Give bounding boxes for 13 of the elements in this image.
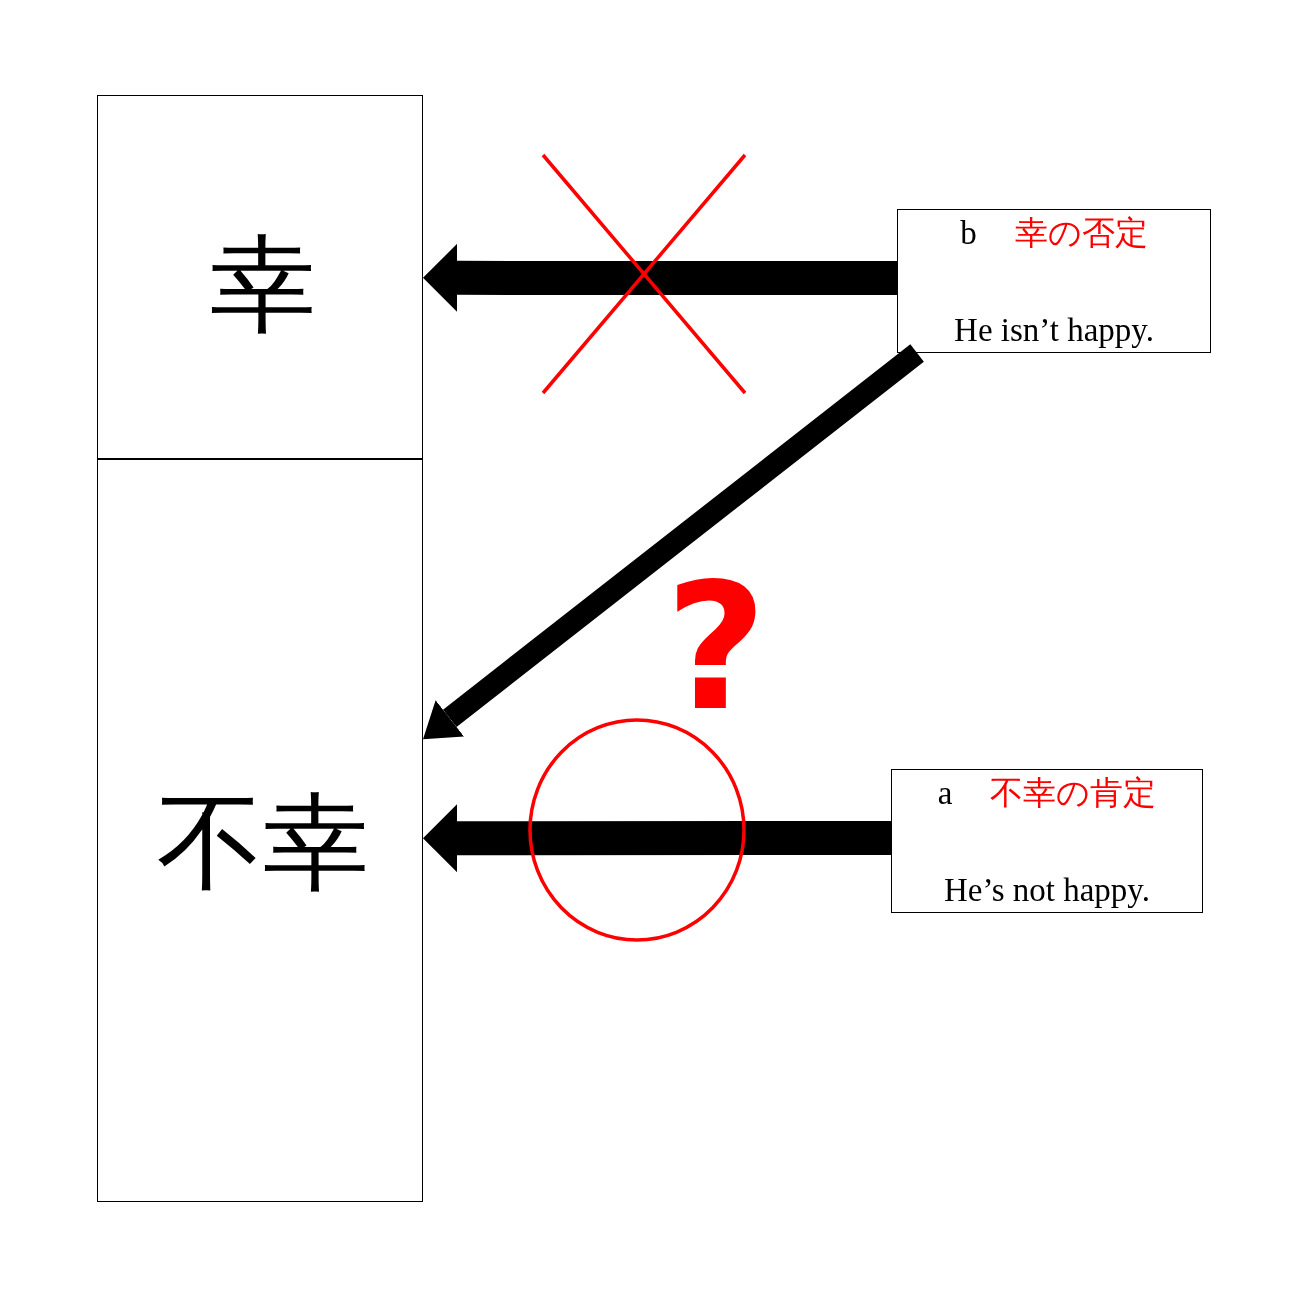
- example-sentence: He’s not happy.: [944, 872, 1150, 909]
- word-text: 幸: [210, 233, 316, 339]
- word-box: [97, 458, 423, 1202]
- meaning-label: 幸の否定: [1014, 215, 1148, 253]
- example-box: [891, 769, 1203, 913]
- option-letter: a: [937, 775, 953, 813]
- meaning-label: 不幸の肯定: [990, 775, 1157, 813]
- option-letter: b: [960, 215, 977, 253]
- edge-label: ?: [665, 578, 767, 718]
- example-sentence: He isn’t happy.: [954, 312, 1154, 349]
- example-box: [897, 209, 1211, 353]
- word-text: 不幸: [157, 791, 369, 897]
- word-box: [97, 95, 423, 460]
